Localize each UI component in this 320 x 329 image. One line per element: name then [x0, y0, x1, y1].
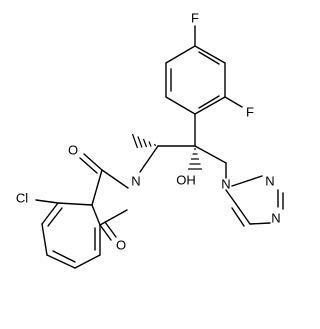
carbonyl-oxygen-top: O [68, 143, 78, 158]
hashed-wedge-oh [188, 148, 202, 170]
imide-nitrogen: N [131, 174, 140, 189]
hashed-wedge-methyl [131, 133, 157, 149]
cq-to-ch2-bond [194, 145, 227, 164]
imide-ring [91, 169, 129, 226]
ch-to-imide-n-bond [139, 145, 159, 173]
hydroxyl-label: OH [176, 173, 196, 188]
fluorine-atom-top: F [191, 11, 199, 26]
structure-canvas: F F OH N O O Cl N N N [16, 11, 284, 269]
ccl-bond [35, 199, 59, 204]
triazole-nitrogen-4: N [271, 211, 280, 226]
triazole-nitrogen-2: N [265, 174, 274, 189]
chlorine-atom: Cl [16, 191, 28, 206]
carbonyl-bond-top [83, 153, 103, 171]
molecule-structure: F F OH N O O Cl N N N [16, 11, 284, 269]
benzo-ring [41, 202, 101, 269]
carbonyl-bond-bottom [99, 224, 112, 241]
fluorine-atom-ortho: F [246, 105, 254, 120]
cf-bond-ortho [224, 96, 243, 108]
triazole-ring [225, 175, 284, 227]
carbonyl-oxygen-bottom: O [116, 238, 126, 253]
triazole-nitrogen-1: N [221, 177, 230, 192]
difluorophenyl-ring [165, 45, 226, 115]
